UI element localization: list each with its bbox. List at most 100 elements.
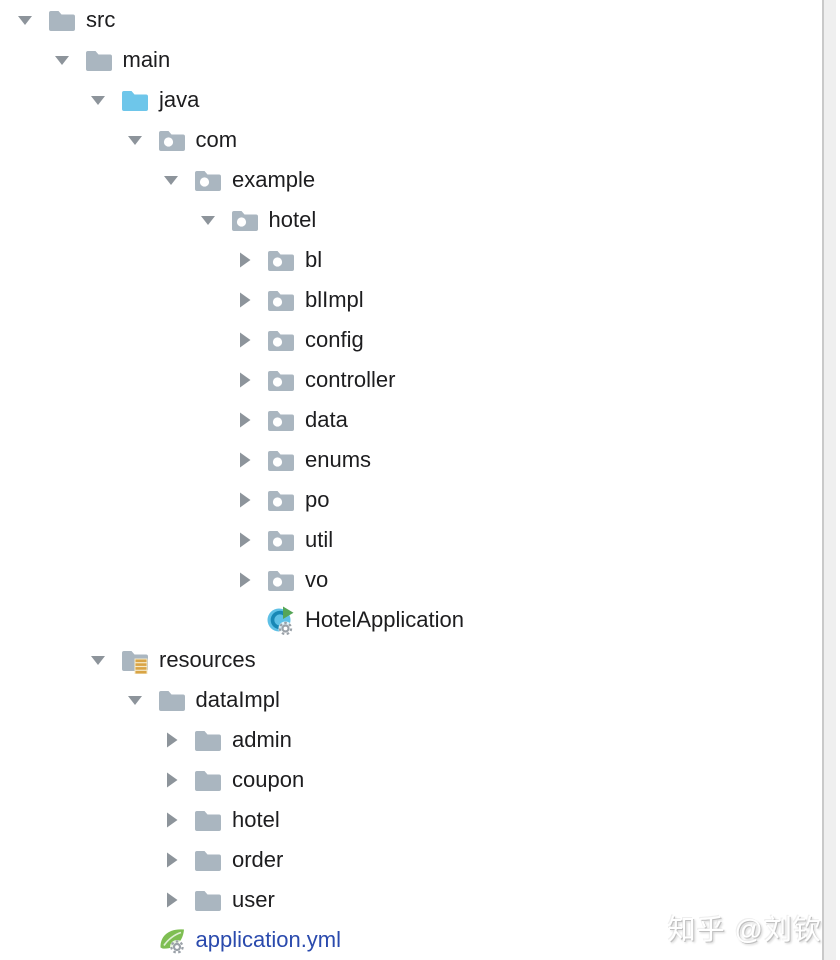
class-run-icon <box>266 605 296 635</box>
folder-icon <box>193 725 223 755</box>
collapse-arrow-icon[interactable] <box>51 49 73 71</box>
vertical-scrollbar[interactable] <box>824 0 836 960</box>
package-icon <box>266 405 296 435</box>
expand-arrow-icon[interactable] <box>160 769 182 791</box>
collapse-arrow-icon[interactable] <box>87 89 109 111</box>
tree-row-vo[interactable]: vo <box>0 560 820 600</box>
tree-row-java[interactable]: java <box>0 80 820 120</box>
tree-row-blimpl[interactable]: blImpl <box>0 280 820 320</box>
tree-item-label: main <box>122 47 171 72</box>
tree-item-label: admin <box>232 727 292 752</box>
expand-arrow-icon[interactable] <box>160 729 182 751</box>
tree-item-label: user <box>232 887 275 912</box>
folder-icon <box>157 685 187 715</box>
tree-row-config[interactable]: config <box>0 320 820 360</box>
tree-item-label: controller <box>305 367 396 392</box>
source-folder-icon <box>120 85 150 115</box>
tree-row-src[interactable]: src <box>0 0 820 40</box>
package-icon <box>266 525 296 555</box>
tree-item-label: HotelApplication <box>305 607 464 632</box>
expand-arrow-icon[interactable] <box>233 489 255 511</box>
tree-item-label: application.yml <box>195 927 342 952</box>
resources-folder-icon <box>120 645 150 675</box>
tree-row-main[interactable]: main <box>0 40 820 80</box>
tree-item-label: bl <box>305 247 323 272</box>
expand-arrow-icon[interactable] <box>233 369 255 391</box>
tree-row-admin[interactable]: admin <box>0 720 820 760</box>
tree-row-bl[interactable]: bl <box>0 240 820 280</box>
expand-arrow-icon[interactable] <box>233 449 255 471</box>
tree-row-controller[interactable]: controller <box>0 360 820 400</box>
expand-arrow-icon[interactable] <box>160 849 182 871</box>
folder-icon <box>193 845 223 875</box>
folder-icon <box>193 885 223 915</box>
tree-row-hotel[interactable]: hotel <box>0 200 820 240</box>
tree-item-label: src <box>86 7 116 32</box>
collapse-arrow-icon[interactable] <box>160 169 182 191</box>
package-icon <box>266 445 296 475</box>
tree-row-po[interactable]: po <box>0 480 820 520</box>
expand-arrow-icon[interactable] <box>233 249 255 271</box>
collapse-arrow-icon[interactable] <box>14 9 36 31</box>
tree-item-label: vo <box>305 567 329 592</box>
tree-row-coupon[interactable]: coupon <box>0 760 820 800</box>
collapse-arrow-icon[interactable] <box>124 689 146 711</box>
package-icon <box>266 565 296 595</box>
tree-item-label: com <box>195 127 238 152</box>
tree-row-user[interactable]: user <box>0 880 820 920</box>
tree-row-data[interactable]: data <box>0 400 820 440</box>
tree-item-label: order <box>232 847 284 872</box>
tree-row-order[interactable]: order <box>0 840 820 880</box>
expand-arrow-icon[interactable] <box>233 529 255 551</box>
tree-row-dataimpl[interactable]: dataImpl <box>0 680 820 720</box>
tree-row-enums[interactable]: enums <box>0 440 820 480</box>
collapse-arrow-icon[interactable] <box>124 129 146 151</box>
expand-arrow-icon[interactable] <box>233 569 255 591</box>
tree-row-application-yml[interactable]: application.yml <box>0 920 820 960</box>
tree-item-label: hotel <box>232 807 280 832</box>
expand-arrow-icon[interactable] <box>233 409 255 431</box>
package-icon <box>266 365 296 395</box>
package-icon <box>266 245 296 275</box>
tree-item-label: config <box>305 327 364 352</box>
arrow-spacer <box>233 609 255 631</box>
tree-item-label: example <box>232 167 316 192</box>
tree-row-hotelapplication[interactable]: HotelApplication <box>0 600 820 640</box>
tree-row-util[interactable]: util <box>0 520 820 560</box>
tree-item-label: blImpl <box>305 287 364 312</box>
package-icon <box>193 165 223 195</box>
collapse-arrow-icon[interactable] <box>87 649 109 671</box>
folder-icon <box>84 45 114 75</box>
tree-row-hotel[interactable]: hotel <box>0 800 820 840</box>
tree-item-label: hotel <box>268 207 317 232</box>
tree-row-example[interactable]: example <box>0 160 820 200</box>
tree-item-label: java <box>159 87 200 112</box>
panel-edge-divider <box>822 0 824 960</box>
tree-item-label: util <box>305 527 334 552</box>
tree-item-label: po <box>305 487 330 512</box>
tree-row-resources[interactable]: resources <box>0 640 820 680</box>
collapse-arrow-icon[interactable] <box>197 209 219 231</box>
tree-item-label: coupon <box>232 767 305 792</box>
expand-arrow-icon[interactable] <box>233 329 255 351</box>
folder-icon <box>193 765 223 795</box>
tree-item-label: enums <box>305 447 372 472</box>
package-icon <box>266 485 296 515</box>
tree-item-label: data <box>305 407 348 432</box>
package-icon <box>266 285 296 315</box>
expand-arrow-icon[interactable] <box>160 889 182 911</box>
watermark-text: 知乎 @刘钦 <box>667 914 822 945</box>
arrow-spacer <box>124 929 146 951</box>
package-icon <box>266 325 296 355</box>
tree-item-label: dataImpl <box>195 687 280 712</box>
expand-arrow-icon[interactable] <box>233 289 255 311</box>
folder-icon <box>47 5 77 35</box>
expand-arrow-icon[interactable] <box>160 809 182 831</box>
tree-item-label: resources <box>159 647 256 672</box>
package-icon <box>230 205 260 235</box>
package-icon <box>157 125 187 155</box>
tree-row-com[interactable]: com <box>0 120 820 160</box>
folder-icon <box>193 805 223 835</box>
